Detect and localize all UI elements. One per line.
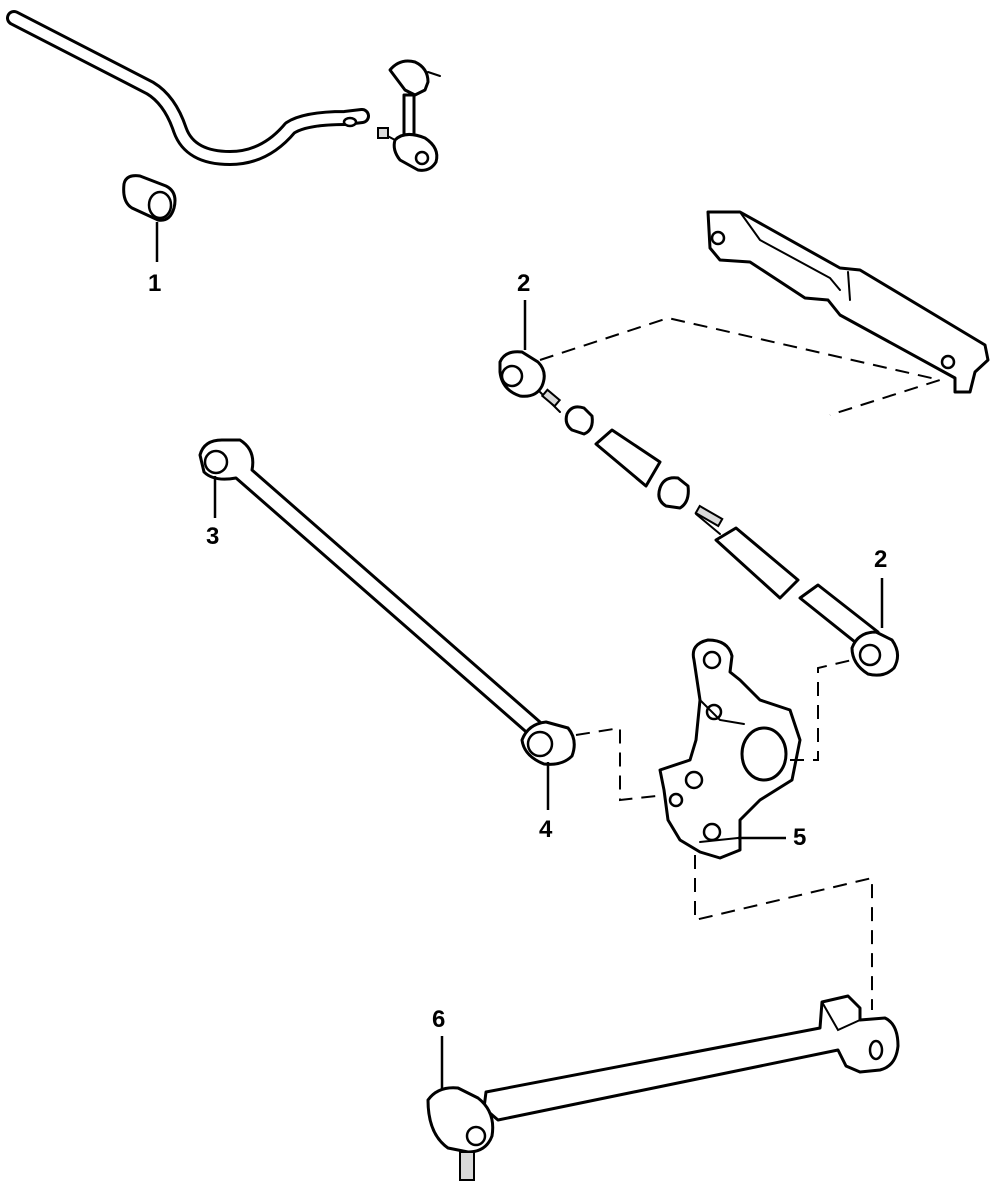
knuckle-part-5 <box>658 638 873 1010</box>
subframe-bracket <box>706 210 990 394</box>
callout-part-1: 1 <box>148 270 162 297</box>
callout-part-6: 6 <box>432 1006 446 1033</box>
callout-part-3: 3 <box>206 523 220 550</box>
adjustable-link-part-2 <box>498 300 899 677</box>
callout-part-2-upper: 2 <box>517 270 531 297</box>
callout-part-5: 5 <box>793 824 807 851</box>
lower-arm-part-6 <box>426 994 900 1181</box>
bushing-part-1 <box>122 174 177 262</box>
stabilizer-link <box>377 59 441 172</box>
callout-part-4: 4 <box>539 816 553 843</box>
lateral-arm-parts-3-4 <box>198 438 666 810</box>
stabilizer-bar <box>6 10 370 166</box>
callout-part-2-lower: 2 <box>874 546 888 573</box>
